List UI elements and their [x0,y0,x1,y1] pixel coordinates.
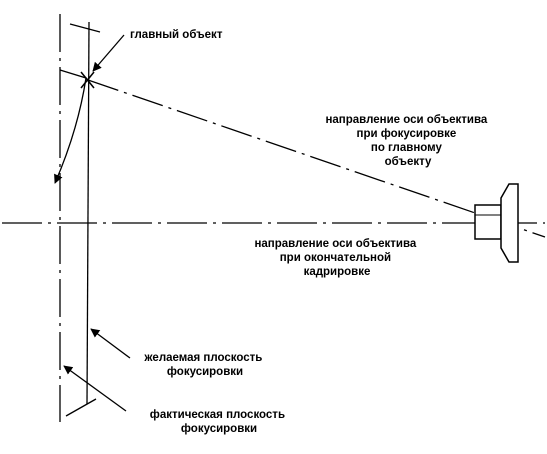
actual-plane-label: фактическая плоскость фокусировки [150,409,288,435]
main-subject-pointer-arrow [92,34,125,72]
focus-axis-line [87,79,546,238]
rotation-arc [54,69,87,184]
main-subject-label: главный объект [130,29,223,41]
actual-plane-pointer-arrow [63,365,127,412]
desired-plane-label: желаемая плоскость фокусировки [143,352,265,378]
x-cross-icon [80,71,95,89]
desired-plane-top-tick [69,23,101,33]
camera-side-icon [474,183,519,263]
final-axis-label: направление оси объектива при окончатель… [254,238,419,278]
focus-axis-label: направление оси объектива при фокусировк… [325,114,490,168]
desired-plane-bottom-tick [65,398,97,417]
desired-plane-pointer-arrow [90,328,131,359]
desired-focus-plane-line [86,21,90,405]
